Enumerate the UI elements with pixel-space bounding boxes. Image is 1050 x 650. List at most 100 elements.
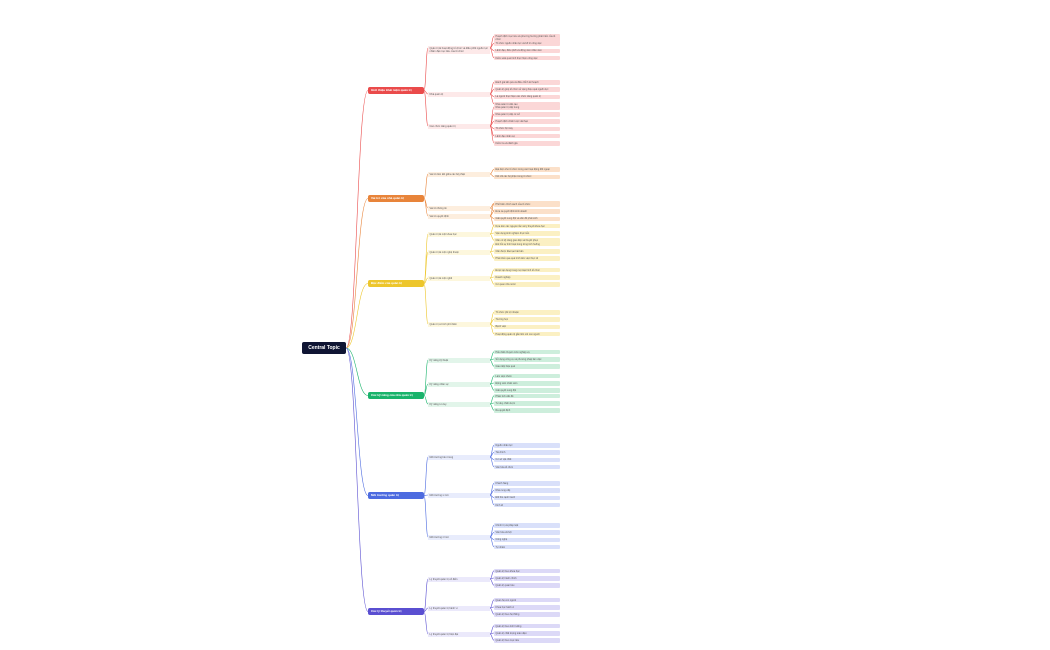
leaf-node[interactable]: Quản trị theo mục tiêu (494, 638, 560, 643)
topic-node[interactable]: Quản trị là một khoa học (428, 232, 490, 237)
leaf-node[interactable]: Hiểu biết chuyên môn nghiệp vụ (494, 349, 560, 355)
connector-line (423, 578, 429, 612)
topic-node[interactable]: Lý thuyết quản trị hiện đại (428, 632, 490, 637)
leaf-node[interactable]: Nhà quản trị cấp trung (494, 105, 560, 110)
branch-node[interactable]: Vai trò của nhà quản trị (368, 195, 424, 202)
leaf-node[interactable]: Phổ biến chính sách của tổ chức (494, 202, 560, 207)
leaf-node[interactable]: Là người thực hiện các chức năng quản tr… (494, 94, 560, 100)
topic-node[interactable]: Môi trường vĩ mô (428, 535, 490, 540)
leaf-node[interactable]: Dựa trên các nguyên tắc và lý thuyết kho… (494, 223, 560, 229)
topic-node[interactable]: Nhà quản trị (428, 92, 490, 97)
leaf-node[interactable]: Nhà cung cấp (494, 488, 560, 493)
topic-node[interactable]: Quản trị là một nghệ thuật (428, 250, 490, 255)
leaf-node[interactable]: Quản trị giúp tổ chức sử dụng hiệu quả n… (494, 87, 560, 92)
leaf-node[interactable]: Kiểm tra và đánh giá (494, 141, 560, 146)
leaf-node[interactable]: Tổ chức phi lợi nhuận (494, 310, 560, 315)
leaf-node[interactable]: Đối thủ cạnh tranh (494, 495, 560, 501)
leaf-node[interactable]: Quan hệ con người (494, 597, 560, 603)
leaf-node[interactable]: Tổ chức bộ máy (494, 126, 560, 132)
leaf-node[interactable]: Kết nối các bộ phận trong tổ chức (494, 174, 560, 180)
leaf-node[interactable]: Sử dụng công cụ và phương pháp làm việc (494, 357, 560, 362)
leaf-node[interactable]: Được áp dụng trong mọi loại hình tổ chức (494, 267, 560, 273)
leaf-node[interactable]: Quản trị hành chính (494, 576, 560, 581)
topic-node[interactable]: Quản trị là hoạt động tổ chức và điều ph… (428, 46, 490, 54)
topic-node[interactable]: Kỹ năng kỹ thuật (428, 358, 490, 363)
leaf-node[interactable]: Đòi hỏi sự linh hoạt trong từng tình huố… (494, 241, 560, 247)
leaf-node[interactable]: Nhà quản trị cấp cao (494, 101, 560, 107)
topic-node[interactable]: Môi trường vi mô (428, 493, 490, 498)
connector-line (489, 456, 495, 468)
leaf-node[interactable]: Đại diện cho tổ chức trong các hoạt động… (494, 167, 560, 172)
topic-node[interactable]: Quản trị có tính phổ biến (428, 322, 490, 327)
leaf-node[interactable]: Hoạch định mục tiêu và phương hướng phát… (494, 34, 560, 42)
leaf-node[interactable]: Nguồn nhân lực (494, 443, 560, 448)
leaf-node[interactable]: Quản trị theo khoa học (494, 568, 560, 574)
leaf-node[interactable]: Khách hàng (494, 481, 560, 486)
leaf-node[interactable]: Bệnh viện (494, 324, 560, 330)
leaf-node[interactable]: Giải quyết xung đột và vấn đề phát sinh (494, 216, 560, 222)
connector-line (489, 215, 495, 227)
central-topic[interactable]: Central Topic (302, 342, 346, 354)
leaf-node[interactable]: Kinh tế (494, 502, 560, 508)
leaf-node[interactable]: Kiểm soát quá trình thực hiện công việc (494, 55, 560, 61)
leaf-node[interactable]: Cơ sở vật chất (494, 457, 560, 463)
leaf-node[interactable]: Quản trị chất lượng toàn diện (494, 631, 560, 636)
leaf-node[interactable]: Trường học (494, 317, 560, 322)
connector-line (489, 383, 495, 391)
leaf-node[interactable]: Quản trị theo hệ thống (494, 612, 560, 617)
leaf-node[interactable]: Cơ quan nhà nước (494, 282, 560, 287)
topic-node[interactable]: Vai trò liên kết giữa các bộ phận (428, 172, 490, 177)
topic-node[interactable]: Kỹ năng tư duy (428, 402, 490, 407)
leaf-node[interactable]: Ra quyết định (494, 408, 560, 413)
connector-line (423, 90, 429, 95)
leaf-node[interactable]: Doanh nghiệp (494, 275, 560, 280)
connector-line (489, 607, 495, 615)
topic-node[interactable]: Vai trò thông tin (428, 206, 490, 211)
leaf-node[interactable]: Nhà quản trị cấp cơ sở (494, 112, 560, 117)
leaf-node[interactable]: Vận dụng kinh nghiệm thực tiễn (494, 231, 560, 236)
leaf-node[interactable]: Tổ chức nguồn nhân lực và bố trí công vi… (494, 41, 560, 46)
leaf-node[interactable]: Công nghệ (494, 537, 560, 543)
leaf-node[interactable]: Phân tích vấn đề (494, 393, 560, 399)
branch-node[interactable]: Giới thiệu khái niệm quản trị (368, 87, 424, 94)
leaf-node[interactable]: Chính trị và pháp luật (494, 523, 560, 528)
leaf-node[interactable]: Đánh giá kết quả và điều chỉnh kế hoạch (494, 80, 560, 85)
leaf-node[interactable]: Khoa học hành vi (494, 605, 560, 610)
leaf-node[interactable]: Cần có kỹ năng giao tiếp và thuyết phục (494, 238, 560, 243)
topic-node[interactable]: Kỹ năng nhân sự (428, 382, 490, 387)
leaf-node[interactable]: Lãnh đạo nhân sự (494, 133, 560, 139)
leaf-node[interactable]: Cần được đào tạo bài bản (494, 249, 560, 254)
topic-node[interactable]: Lý thuyết quản trị hành vi (428, 606, 490, 611)
topic-node[interactable]: Vai trò quyết định (428, 214, 490, 219)
leaf-node[interactable]: Tư duy chiến lược (494, 401, 560, 406)
leaf-node[interactable]: Tự nhiên (494, 544, 560, 550)
branch-node[interactable]: Môi trường quản trị (368, 492, 424, 499)
topic-node[interactable]: Môi trường bên trong (428, 455, 490, 460)
leaf-node[interactable]: Lãnh đạo, điều phối và động viên nhân vi… (494, 48, 560, 54)
leaf-node[interactable]: Đưa ra quyết định kinh doanh (494, 209, 560, 214)
leaf-node[interactable]: Quản trị theo tình huống (494, 623, 560, 629)
leaf-node[interactable]: Quản trị quan liêu (494, 583, 560, 588)
connector-line (423, 198, 429, 217)
leaf-node[interactable]: Tài chính (494, 450, 560, 455)
leaf-node[interactable]: Hoạch định chiến lược dài hạn (494, 119, 560, 124)
leaf-node[interactable]: Giao tiếp hiệu quả (494, 364, 560, 369)
topic-node[interactable]: Các chức năng quản trị (428, 124, 490, 129)
connector-line (345, 347, 369, 496)
connector-line (423, 47, 429, 91)
leaf-node[interactable]: Văn hóa xã hội (494, 530, 560, 535)
leaf-node[interactable]: Giải quyết xung đột (494, 388, 560, 393)
branch-node[interactable]: Các lý thuyết quản trị (368, 608, 424, 615)
branch-node[interactable]: Các kỹ năng của nhà quản trị (368, 392, 424, 399)
branch-node[interactable]: Đặc điểm của quản trị (368, 280, 424, 287)
leaf-node[interactable]: Làm việc nhóm (494, 373, 560, 379)
leaf-node[interactable]: Động viên nhân viên (494, 381, 560, 386)
connector-line (489, 233, 495, 241)
topic-node[interactable]: Quản trị là một nghề (428, 276, 490, 281)
leaf-node[interactable]: Văn hóa tổ chức (494, 464, 560, 470)
leaf-node[interactable]: Phát triển qua quá trình làm việc thực t… (494, 256, 560, 261)
connector-line (489, 47, 495, 59)
topic-node[interactable]: Lý thuyết quản trị cổ điển (428, 577, 490, 582)
leaf-node[interactable]: Hoạt động quản trị gắn liền với con ngườ… (494, 331, 560, 337)
connector-line (423, 395, 429, 405)
